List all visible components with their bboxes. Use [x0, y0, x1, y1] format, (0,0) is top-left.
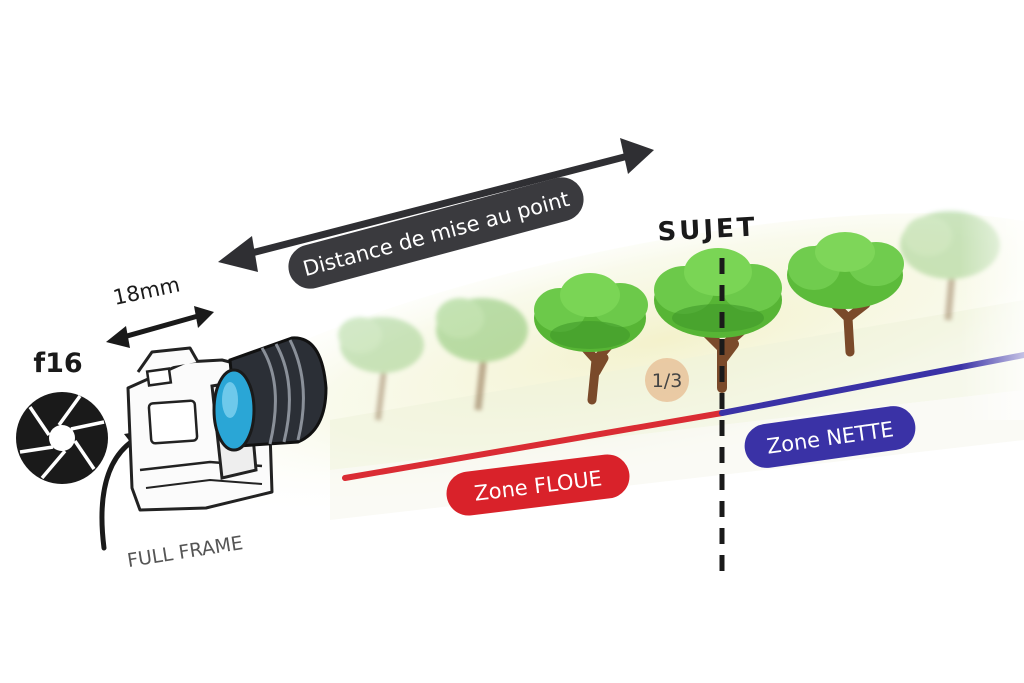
fade-overlay	[960, 180, 1024, 420]
sharp-zone-badge: Zone NETTE	[744, 406, 916, 468]
blur-zone-badge: Zone FLOUE	[446, 454, 630, 516]
aperture-label: f16	[33, 348, 82, 379]
focus-distance-label: Distance de mise au point	[300, 187, 572, 281]
focal-length-label: 18mm	[111, 272, 182, 310]
camera-icon	[126, 336, 328, 512]
tree-icon	[534, 273, 648, 405]
fraction-label: 1/3	[652, 370, 683, 392]
aperture-icon	[16, 392, 108, 484]
focal-length-arrow	[106, 306, 214, 348]
blur-zone-line	[342, 410, 725, 481]
tree-icon	[436, 298, 528, 411]
tree-icon	[787, 232, 904, 357]
tree-icon	[338, 317, 424, 421]
focus-distance-arrow	[218, 138, 654, 272]
fraction-badge: 1/3	[645, 358, 689, 402]
sensor-label: FULL FRAME	[126, 532, 245, 572]
subject-label: SUJET	[657, 212, 758, 247]
